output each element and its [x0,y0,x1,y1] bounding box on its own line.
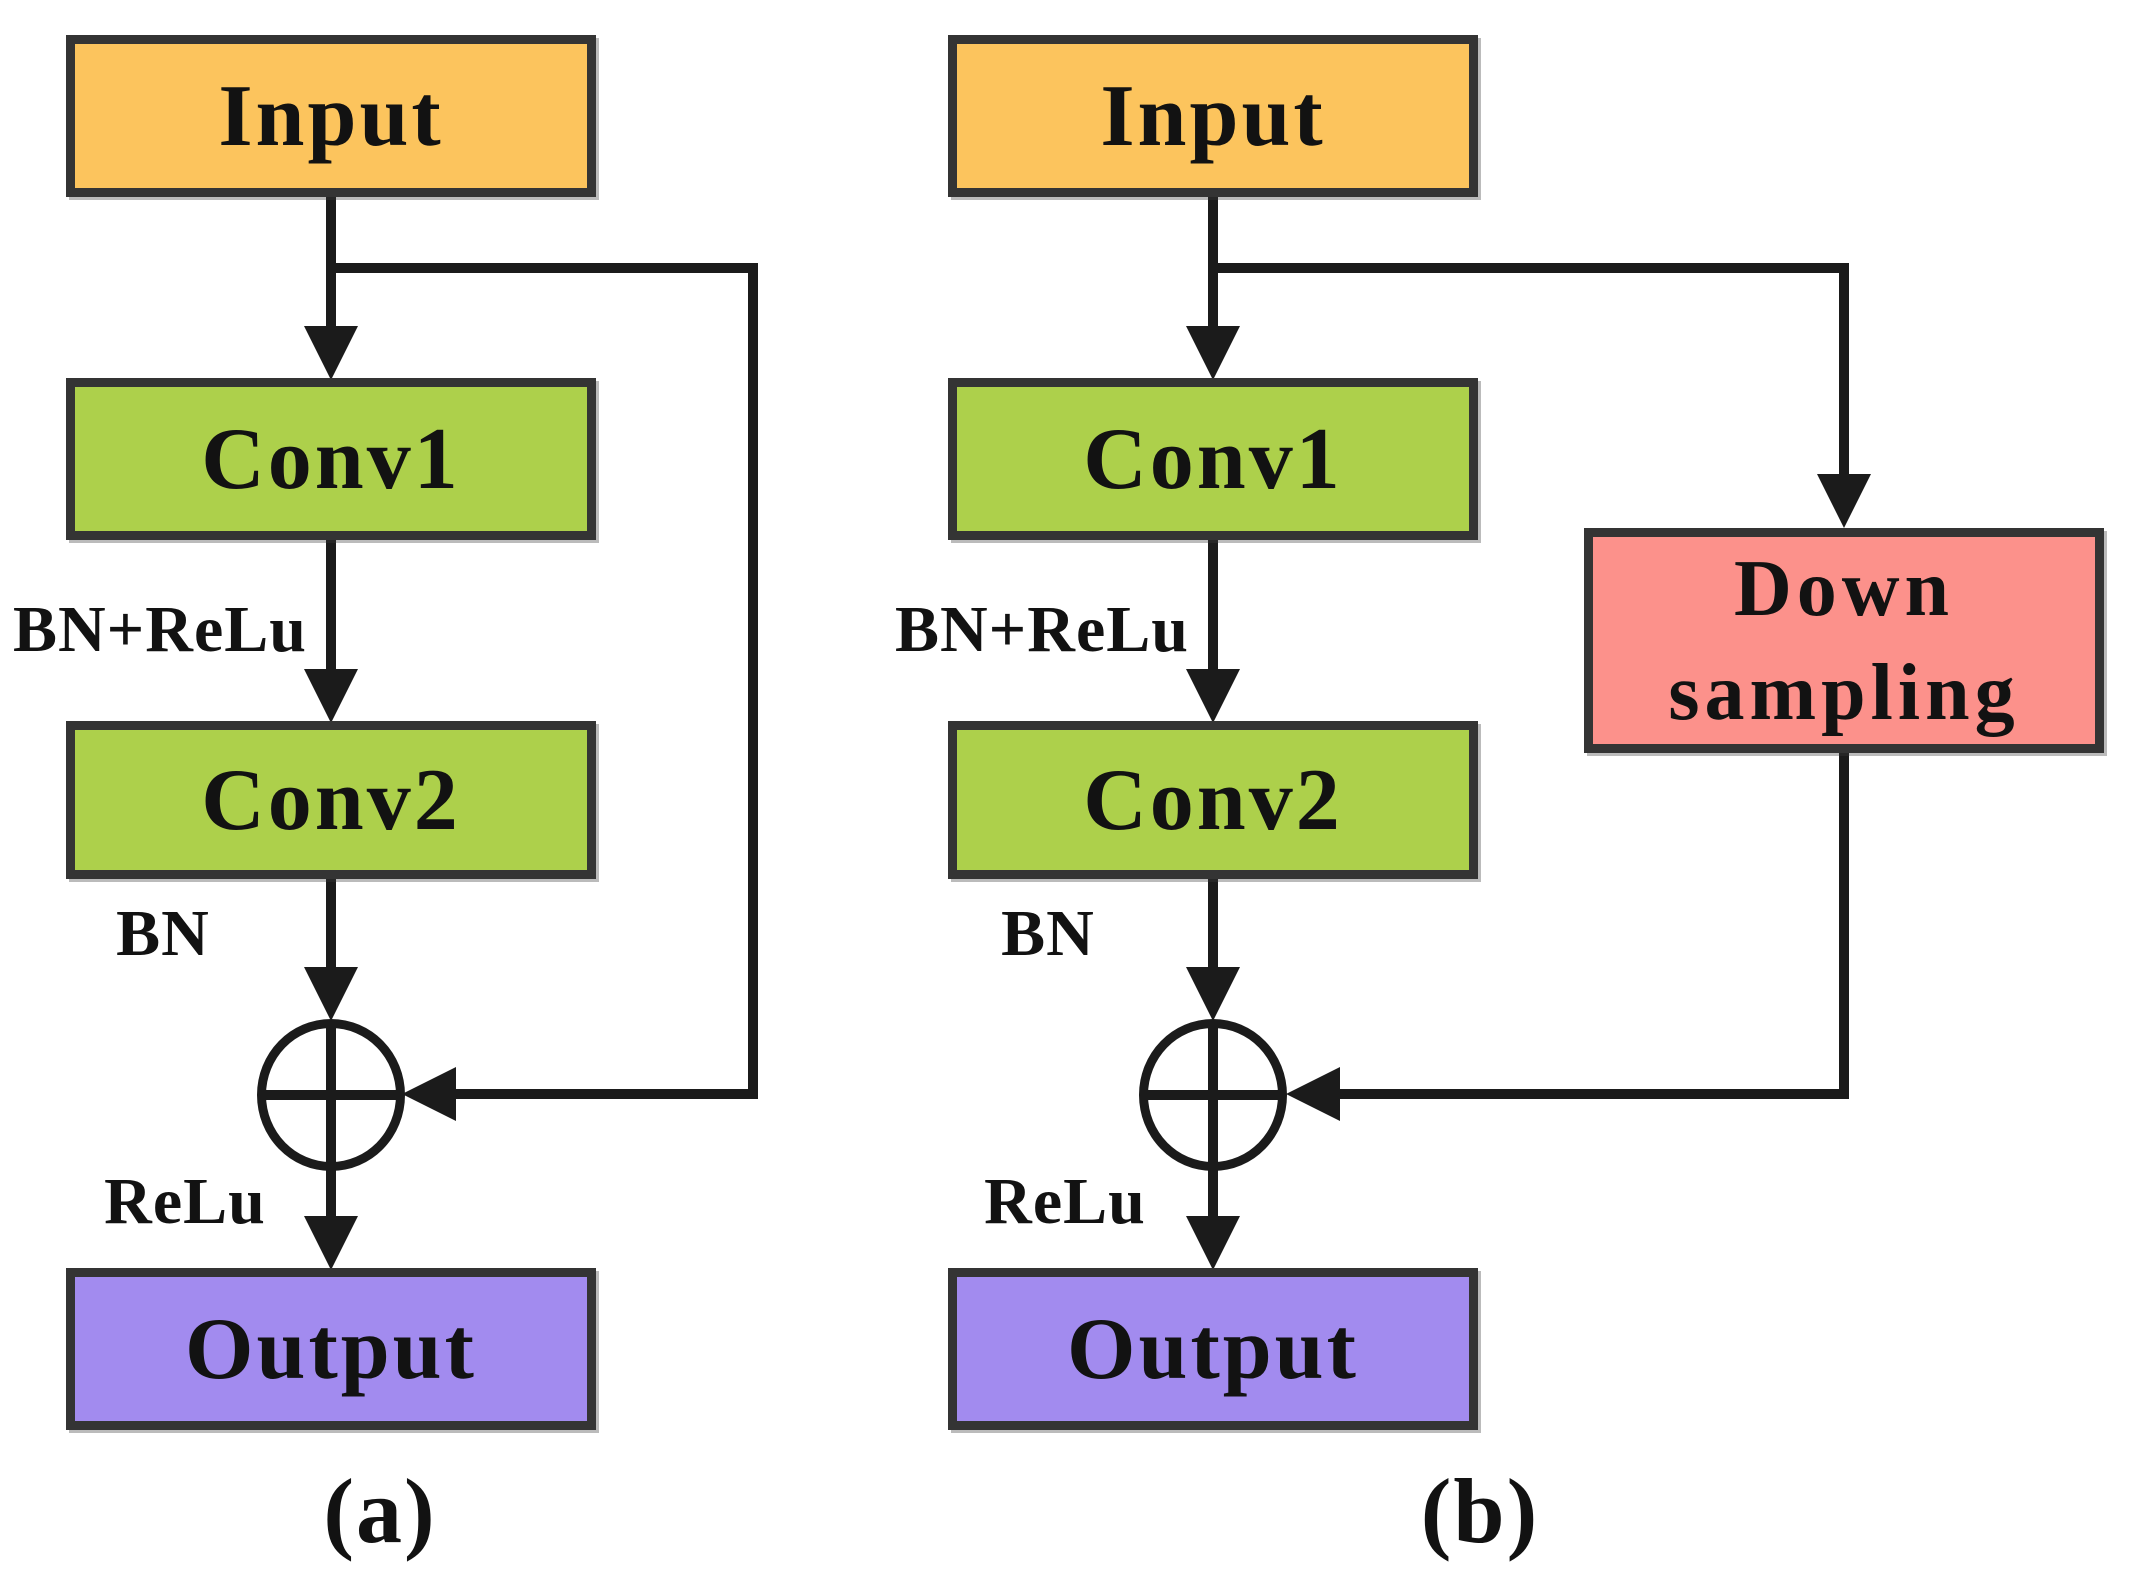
arrowhead-add-output-a [304,1216,358,1270]
conv2-node-label-b: Conv2 [1083,751,1343,849]
input-node-a: Input [66,35,596,197]
skip-lower-vertical-line-b [1839,753,1849,1099]
edge-conv1-conv2-a [326,540,336,672]
downsampling-node-label-b: Down sampling [1668,544,2020,737]
add-icon-horizontal-bar-a [259,1090,403,1100]
edge-label-bn-relu-a: BN+ReLu [13,593,307,666]
conv2-node-a: Conv2 [66,721,596,879]
skip-branch-line-b [1208,263,1849,273]
edge-conv1-conv2-b [1208,540,1218,672]
conv1-node-label-a: Conv1 [201,410,461,508]
edge-add-output-b [1208,1168,1218,1218]
arrowhead-conv2-add-a [304,967,358,1021]
output-node-b: Output [948,1268,1478,1430]
arrowhead-skip-add-b [1286,1067,1340,1121]
arrowhead-conv1-conv2-b [1186,669,1240,723]
downsampling-node-b: Down sampling [1584,528,2104,753]
conv1-node-a: Conv1 [66,378,596,540]
output-node-a: Output [66,1268,596,1430]
add-icon-horizontal-bar-b [1141,1090,1285,1100]
edge-conv2-add-b [1208,879,1218,971]
skip-vertical-line-a [748,263,758,1099]
arrowhead-input-conv1-a [304,326,358,380]
arrowhead-add-output-b [1186,1216,1240,1270]
add-icon-b [1139,1019,1287,1171]
conv1-node-b: Conv1 [948,378,1478,540]
edge-label-bn-b: BN [1001,897,1095,970]
skip-branch-line-a [326,263,758,273]
edge-label-bn-a: BN [116,897,210,970]
conv1-node-label-b: Conv1 [1083,410,1343,508]
output-node-label-b: Output [1067,1300,1359,1398]
arrowhead-conv2-add-b [1186,967,1240,1021]
arrowhead-input-conv1-b [1186,326,1240,380]
edge-conv2-add-a [326,879,336,971]
arrowhead-skip-downsampling-b [1817,474,1871,528]
panel-caption-a: (a) [323,1460,437,1562]
edge-label-relu-a: ReLu [104,1165,266,1238]
output-node-label-a: Output [185,1300,477,1398]
panel-caption-b: (b) [1420,1460,1540,1562]
arrowhead-conv1-conv2-a [304,669,358,723]
conv2-node-label-a: Conv2 [201,751,461,849]
input-node-label-a: Input [218,67,444,165]
edge-add-output-a [326,1168,336,1218]
conv2-node-b: Conv2 [948,721,1478,879]
edge-label-bn-relu-b: BN+ReLu [895,593,1189,666]
skip-upper-vertical-line-b [1839,263,1849,478]
edge-label-relu-b: ReLu [984,1165,1146,1238]
arrowhead-skip-add-a [402,1067,456,1121]
add-icon-a [257,1019,405,1171]
skip-horizontal-line-a [450,1089,758,1099]
skip-horizontal-line-b [1334,1089,1849,1099]
input-node-label-b: Input [1100,67,1326,165]
input-node-b: Input [948,35,1478,197]
